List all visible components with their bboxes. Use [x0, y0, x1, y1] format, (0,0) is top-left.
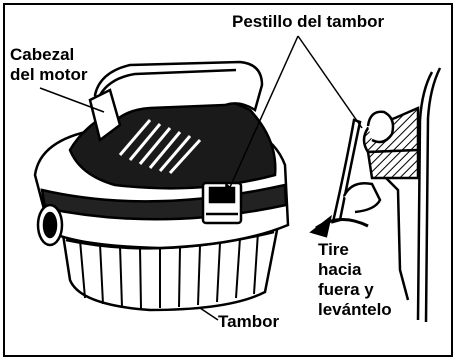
latch-detail-leader	[297, 35, 363, 129]
drum-latch-label: Pestillo del tambor	[232, 12, 385, 31]
motor-head	[33, 60, 290, 250]
latch-leader	[225, 35, 299, 197]
drum-label: Tambor	[218, 312, 280, 331]
leader-lines	[39, 35, 363, 321]
pull-instruction-label: Tire hacia fuera y levántelo	[318, 240, 392, 319]
drum-leader	[199, 307, 219, 321]
motor-head-label: Cabezal del motor	[10, 45, 88, 84]
motor-head-leader	[39, 87, 105, 113]
latch-detail	[309, 67, 442, 323]
